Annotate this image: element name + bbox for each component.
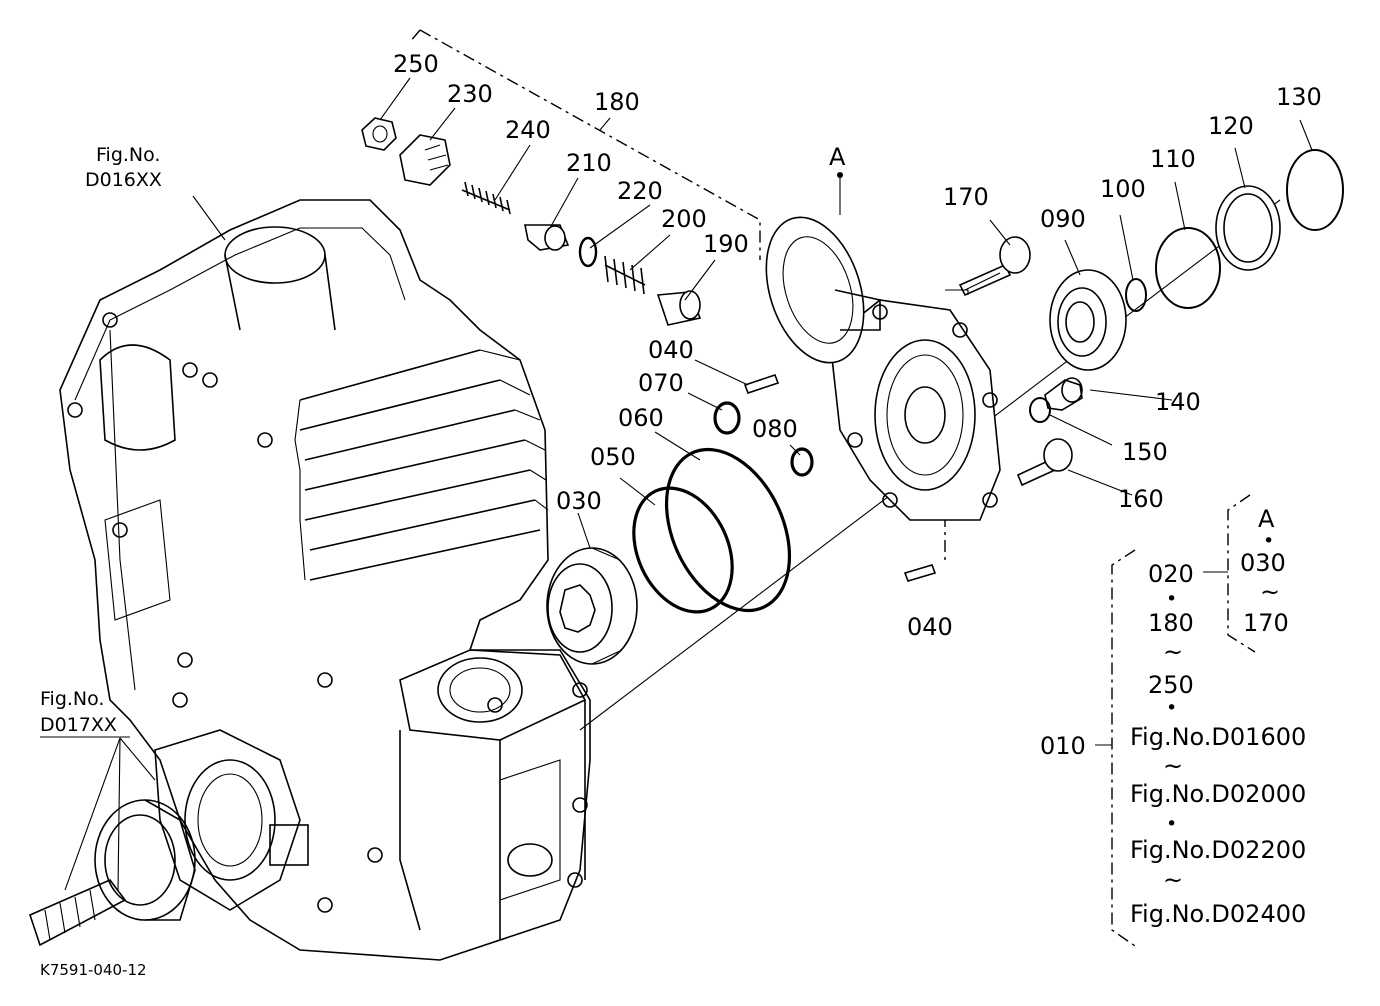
label-120: 120 (1208, 112, 1254, 140)
poppet-210 (524, 224, 570, 251)
relief-plate-A (765, 172, 881, 364)
legend-030: 030 (1240, 549, 1286, 577)
spring-200 (604, 255, 646, 295)
fig-ref-d016-line1: Fig.No. (96, 144, 160, 166)
pump-gear-030 (546, 547, 638, 665)
legend-250: 250 (1148, 671, 1194, 699)
label-250: 250 (393, 50, 439, 78)
transmission-housing (29, 199, 591, 961)
legend-tilde-4: ~ (1163, 866, 1183, 894)
fig-reference-d016: Fig.No. D016XX (85, 144, 162, 191)
dowel-pin-040-lower (903, 515, 946, 582)
pump-cover-020 (829, 299, 1001, 521)
legend-tilde-2: ~ (1163, 638, 1183, 666)
label-160: 160 (1118, 485, 1164, 513)
fig-ref-d017-line2: D017XX (40, 714, 117, 736)
label-080: 080 (752, 415, 798, 443)
legend-010: 010 (1040, 732, 1086, 760)
plug-140 (1044, 377, 1083, 411)
legend-fig-d02400: Fig.No.D02400 (1130, 900, 1306, 928)
legend-170: 170 (1243, 609, 1289, 637)
label-060: 060 (618, 404, 664, 432)
o-ring-220 (578, 236, 598, 268)
label-110: 110 (1150, 145, 1196, 173)
sleeve-190 (656, 290, 702, 326)
leader-lines (40, 77, 1313, 891)
drawing-code: K7591-040-12 (40, 961, 147, 979)
label-140: 140 (1155, 388, 1201, 416)
legend-dot-1: • (1263, 530, 1274, 552)
legend-fig-d02000: Fig.No.D02000 (1130, 780, 1306, 808)
assembly-legend: A • 030 ~ 170 020 • 180 ~ 250 • 010 Fig.… (1040, 494, 1306, 949)
callout-A: A (829, 143, 846, 171)
label-220: 220 (617, 177, 663, 205)
o-ring-150 (1029, 397, 1051, 423)
label-150: 150 (1122, 438, 1168, 466)
snap-ring-130 (1286, 149, 1344, 231)
legend-A: A (1258, 505, 1275, 533)
relief-valve-group-180 (361, 29, 761, 326)
label-190: 190 (703, 230, 749, 258)
o-ring-070 (713, 401, 741, 435)
legend-dot-2: • (1166, 588, 1177, 610)
legend-fig-d02200: Fig.No.D02200 (1130, 836, 1306, 864)
label-210: 210 (566, 149, 612, 177)
fig-reference-d017: Fig.No. D017XX (40, 688, 117, 736)
bearing-090 (1049, 269, 1127, 371)
label-230: 230 (447, 80, 493, 108)
seal-120 (1215, 185, 1281, 271)
label-090: 090 (1040, 205, 1086, 233)
fig-ref-d016-line2: D016XX (85, 169, 162, 191)
label-040-lower: 040 (907, 613, 953, 641)
snap-ring-110 (1155, 227, 1221, 309)
spring-240 (461, 181, 511, 215)
legend-dot-3: • (1166, 697, 1177, 719)
o-ring-080 (790, 447, 814, 477)
label-170: 170 (943, 183, 989, 211)
label-050: 050 (590, 443, 636, 471)
legend-tilde-1: ~ (1260, 578, 1280, 606)
plug-230 (399, 134, 451, 186)
o-ring-060 (664, 447, 792, 613)
label-030: 030 (556, 487, 602, 515)
legend-fig-d01600: Fig.No.D01600 (1130, 723, 1306, 751)
legend-tilde-3: ~ (1163, 752, 1183, 780)
legend-020: 020 (1148, 560, 1194, 588)
label-240: 240 (505, 116, 551, 144)
label-070: 070 (638, 369, 684, 397)
legend-180: 180 (1148, 609, 1194, 637)
snap-ring-100 (1125, 278, 1147, 312)
fig-ref-d017-line1: Fig.No. (40, 688, 104, 710)
label-100: 100 (1100, 175, 1146, 203)
label-200: 200 (661, 205, 707, 233)
legend-dot-4: • (1166, 813, 1177, 835)
dowel-pin-040-upper (743, 373, 780, 395)
seal-ring-050 (632, 486, 734, 614)
label-180: 180 (594, 88, 640, 116)
part-labels: 250 230 180 240 210 220 200 190 040 070 … (393, 50, 1322, 641)
label-040-upper: 040 (648, 336, 694, 364)
nut-250 (361, 117, 397, 151)
bolt-170 (945, 236, 1031, 297)
bolt-160 (1016, 438, 1073, 487)
label-130: 130 (1276, 83, 1322, 111)
